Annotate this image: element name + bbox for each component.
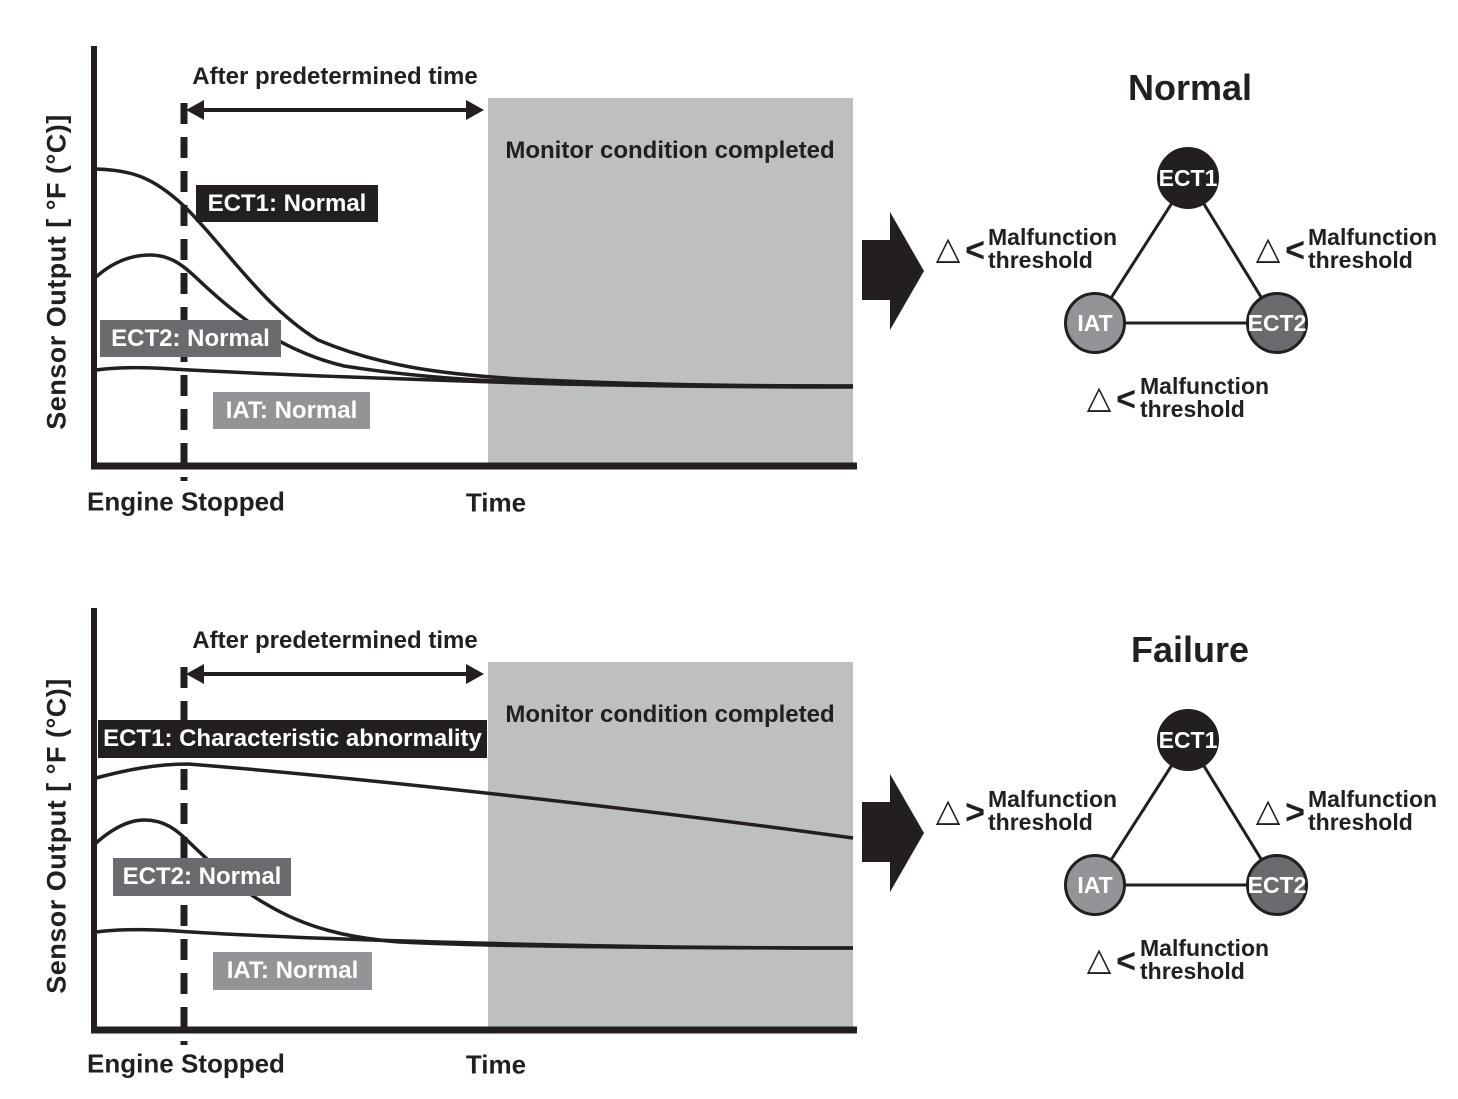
threshold-label-bottom-bottom: threshold [1140, 958, 1245, 984]
delta-symbol-right-top: △ [1255, 230, 1281, 266]
engine-stopped-label-top: Engine Stopped [87, 486, 285, 517]
comparator-left-bottom: > [965, 793, 985, 832]
monitor-condition-label-bottom: Monitor condition completed [505, 701, 835, 728]
malfunction-label-bottom-top: Malfunction [1140, 373, 1270, 399]
delta-symbol-left-top: △ [935, 230, 961, 266]
iat-label-box-bottom: IAT: Normal [213, 952, 372, 990]
malfunction-label-right-bottom: Malfunction [1308, 786, 1438, 812]
y-axis-label-top: Sensor Output [ °F (°C)] [41, 114, 72, 430]
arrowhead-right-bottom [466, 664, 484, 684]
threshold-label-right-top: threshold [1308, 247, 1413, 273]
time-label-top: Time [465, 487, 527, 518]
arrowhead-left-bottom [186, 664, 204, 684]
comparator-bottom-bottom: < [1116, 942, 1136, 981]
node-ect2-bottom: ECT2 [1246, 854, 1308, 916]
threshold-label-bottom-top: threshold [1140, 396, 1245, 422]
delta-symbol-right-bottom: △ [1255, 792, 1281, 828]
engine-stopped-label-bottom: Engine Stopped [87, 1048, 285, 1079]
threshold-label-left-top: threshold [988, 247, 1093, 273]
monitor-condition-label-top: Monitor condition completed [505, 137, 835, 164]
node-ect1-top: ECT1 [1157, 147, 1219, 209]
comparator-right-bottom: > [1285, 793, 1305, 832]
diagram-title-normal: Normal [1127, 67, 1253, 108]
ect2-label-box-top: ECT2: Normal [100, 320, 281, 357]
threshold-label-right-bottom: threshold [1308, 809, 1413, 835]
malfunction-label-right-top: Malfunction [1308, 224, 1438, 250]
malfunction-label-left-bottom: Malfunction [988, 786, 1118, 812]
iat-label-box-top: IAT: Normal [213, 392, 370, 429]
comparator-left-top: < [965, 231, 985, 270]
threshold-label-left-bottom: threshold [988, 809, 1093, 835]
result-block-arrow-bottom [862, 774, 924, 892]
delta-symbol-bottom-bottom: △ [1086, 941, 1112, 977]
after-predetermined-time-label-bottom: After predetermined time [192, 627, 478, 654]
delta-symbol-bottom-top: △ [1086, 379, 1112, 415]
diagram-title-failure: Failure [1130, 629, 1250, 670]
comparator-bottom-top: < [1116, 380, 1136, 419]
node-ect1-bottom: ECT1 [1157, 709, 1219, 771]
result-block-arrow-top [862, 212, 924, 330]
ect1-label-box-bottom: ECT1: Characteristic abnormality [98, 720, 487, 758]
node-ect2-top: ECT2 [1246, 292, 1308, 354]
ect1-label-box-top: ECT1: Normal [196, 185, 378, 222]
arrowhead-left-top [186, 100, 204, 120]
time-label-bottom: Time [465, 1049, 527, 1080]
malfunction-label-bottom-bottom: Malfunction [1140, 935, 1270, 961]
comparator-right-top: < [1285, 231, 1305, 270]
delta-symbol-left-bottom: △ [935, 792, 961, 828]
node-iat-top: IAT [1064, 292, 1126, 354]
malfunction-label-left-top: Malfunction [988, 224, 1118, 250]
node-iat-bottom: IAT [1064, 854, 1126, 916]
after-predetermined-time-label-top: After predetermined time [192, 63, 478, 90]
ect2-label-box-bottom: ECT2: Normal [113, 858, 291, 896]
arrowhead-right-top [466, 100, 484, 120]
y-axis-label-bottom: Sensor Output [ °F (°C)] [41, 678, 72, 994]
